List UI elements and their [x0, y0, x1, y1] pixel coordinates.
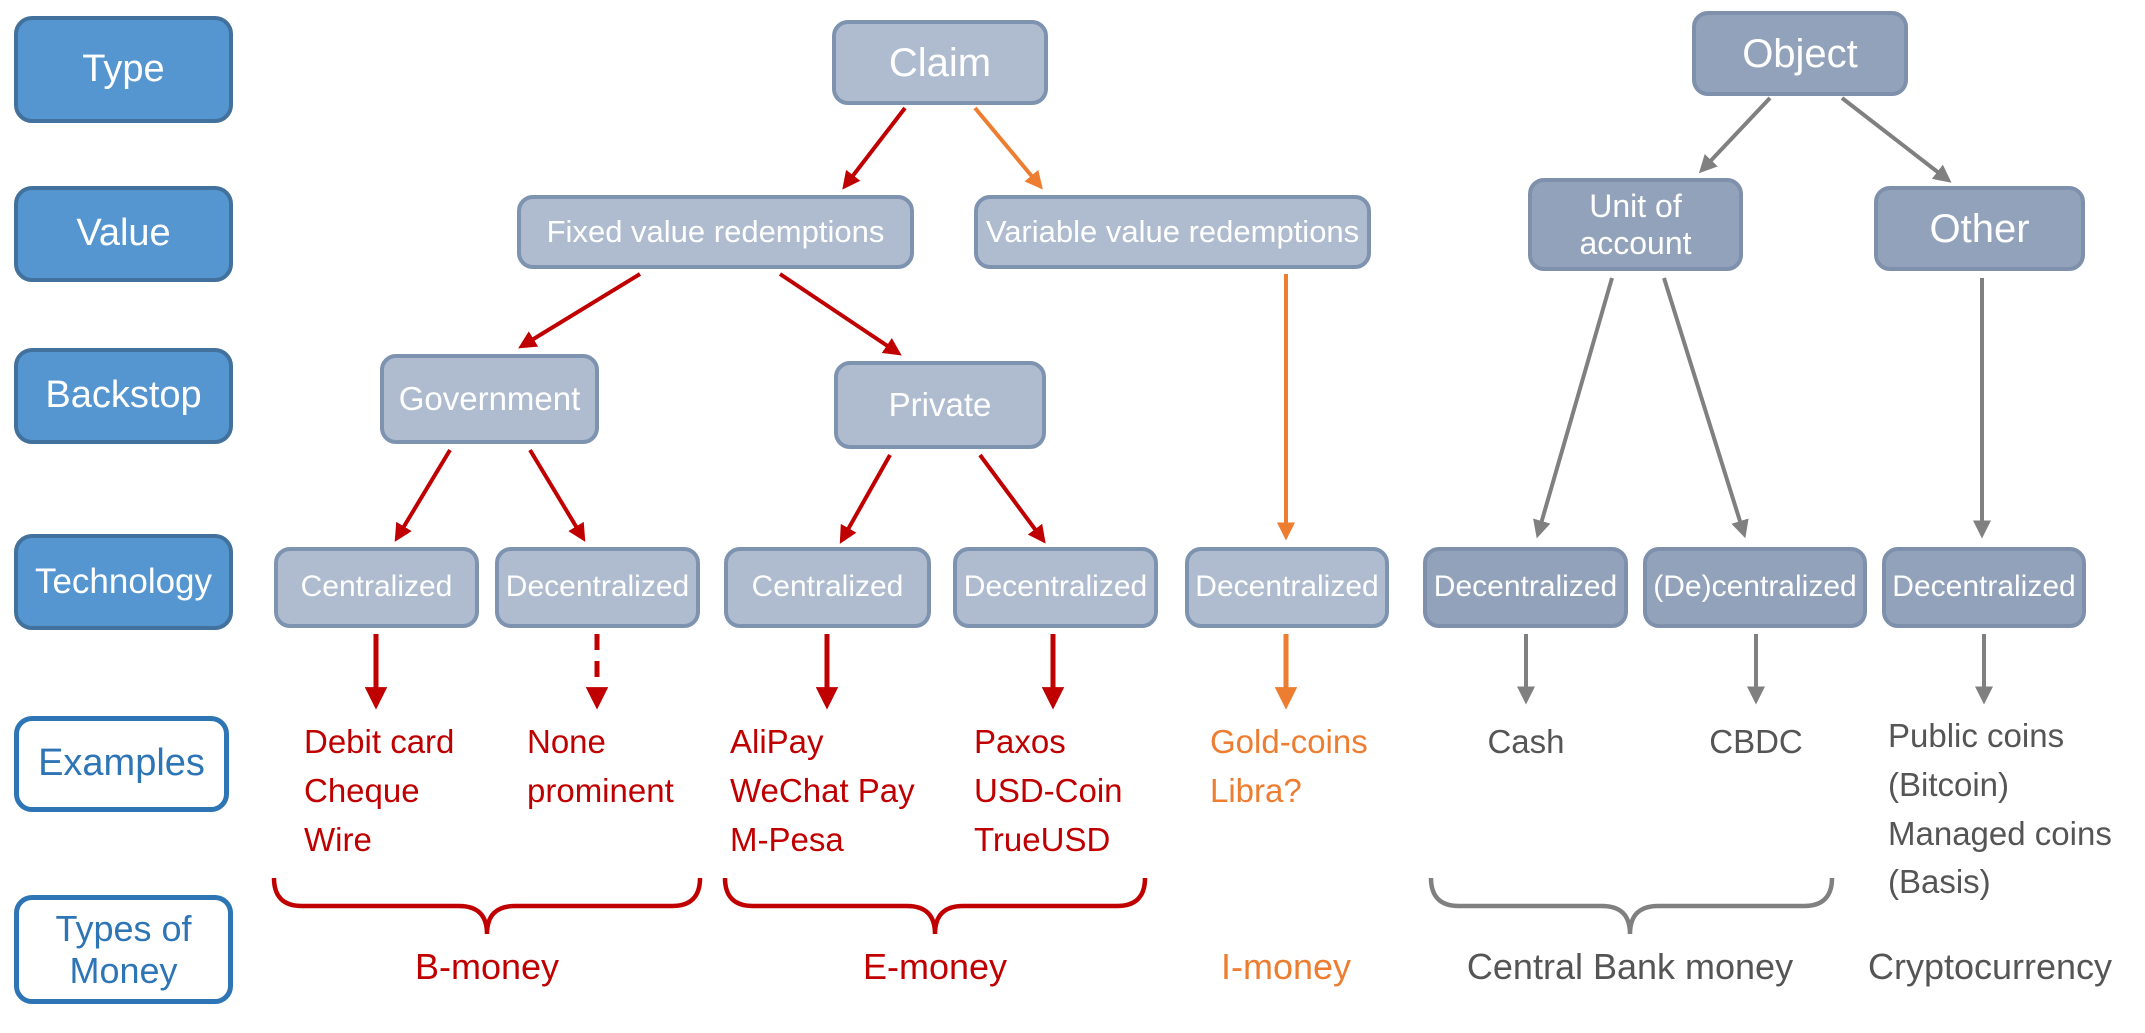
arrow-fixed-to-government — [518, 272, 642, 349]
node-tech-centralized-emoney: Centralized — [724, 547, 931, 628]
money-type-b-money: B-money — [414, 946, 560, 987]
examples-emoney-decentralized: Paxos USD-Coin TrueUSD — [974, 723, 1123, 858]
arrow-object-to-other — [1840, 96, 1952, 183]
money-type-cryptocurrency: Cryptocurrency — [1867, 946, 2113, 987]
node-unit-of-account: Unit of account — [1528, 178, 1743, 271]
arrow-claim-to-variable — [973, 106, 1043, 190]
node-object: Object — [1692, 11, 1908, 96]
brace-b-money — [271, 877, 703, 935]
node-tech-decentralized-emoney: Decentralized — [953, 547, 1158, 628]
examples-cryptocurrency: Public coins (Bitcoin) Managed coins (Ba… — [1888, 717, 2112, 901]
node-tech-decentralized-imoney: Decentralized — [1185, 547, 1389, 628]
node-tech-centralized-bmoney: Centralized — [274, 547, 479, 628]
node-other: Other — [1874, 186, 2085, 271]
brace-e-money — [722, 877, 1148, 935]
examples-emoney-centralized: AliPay WeChat Pay M-Pesa — [730, 723, 915, 858]
node-variable-value-redemptions: Variable value redemptions — [974, 195, 1371, 269]
node-tech-decentralized-bmoney: Decentralized — [495, 547, 700, 628]
node-claim: Claim — [832, 20, 1048, 105]
node-tech-decentralized-crypto: Decentralized — [1882, 547, 2086, 628]
money-type-central-bank-money: Central Bank money — [1466, 946, 1794, 987]
arrow-government-to-centralized — [394, 448, 452, 542]
examples-cbdc: CBDC — [1709, 723, 1803, 760]
node-tech-decentralized-cash: Decentralized — [1423, 547, 1628, 628]
arrow-government-to-decentralized — [528, 448, 586, 542]
row-label-types-of-money: Types of Money — [14, 895, 233, 1004]
arrow-object-to-unit-of-account — [1698, 96, 1772, 174]
money-type-e-money: E-money — [862, 946, 1008, 987]
row-label-technology: Technology — [14, 534, 233, 630]
arrow-private-to-centralized — [839, 454, 892, 544]
examples-imoney: Gold-coins Libra? — [1210, 723, 1368, 809]
arrow-uoa-to-decentralized — [1533, 277, 1614, 539]
row-label-examples: Examples — [14, 716, 229, 812]
node-fixed-value-redemptions: Fixed value redemptions — [517, 195, 914, 269]
row-label-type: Type — [14, 16, 233, 123]
row-label-value: Value — [14, 186, 233, 282]
examples-cash: Cash — [1487, 723, 1565, 760]
node-government: Government — [380, 354, 599, 444]
node-private: Private — [834, 361, 1046, 449]
brace-central-bank-money — [1428, 877, 1835, 935]
money-type-i-money: I-money — [1220, 946, 1352, 987]
arrow-fixed-to-private — [778, 272, 902, 356]
row-label-backstop: Backstop — [14, 348, 233, 444]
arrow-private-to-decentralized — [978, 453, 1046, 544]
examples-bmoney-centralized: Debit card Cheque Wire — [304, 723, 455, 858]
examples-bmoney-decentralized: None prominent — [527, 723, 674, 809]
arrow-claim-to-fixed — [842, 106, 907, 190]
arrow-uoa-to-decentralized2 — [1662, 277, 1749, 539]
node-tech-decentralized-cbdc: (De)centralized — [1643, 547, 1867, 628]
